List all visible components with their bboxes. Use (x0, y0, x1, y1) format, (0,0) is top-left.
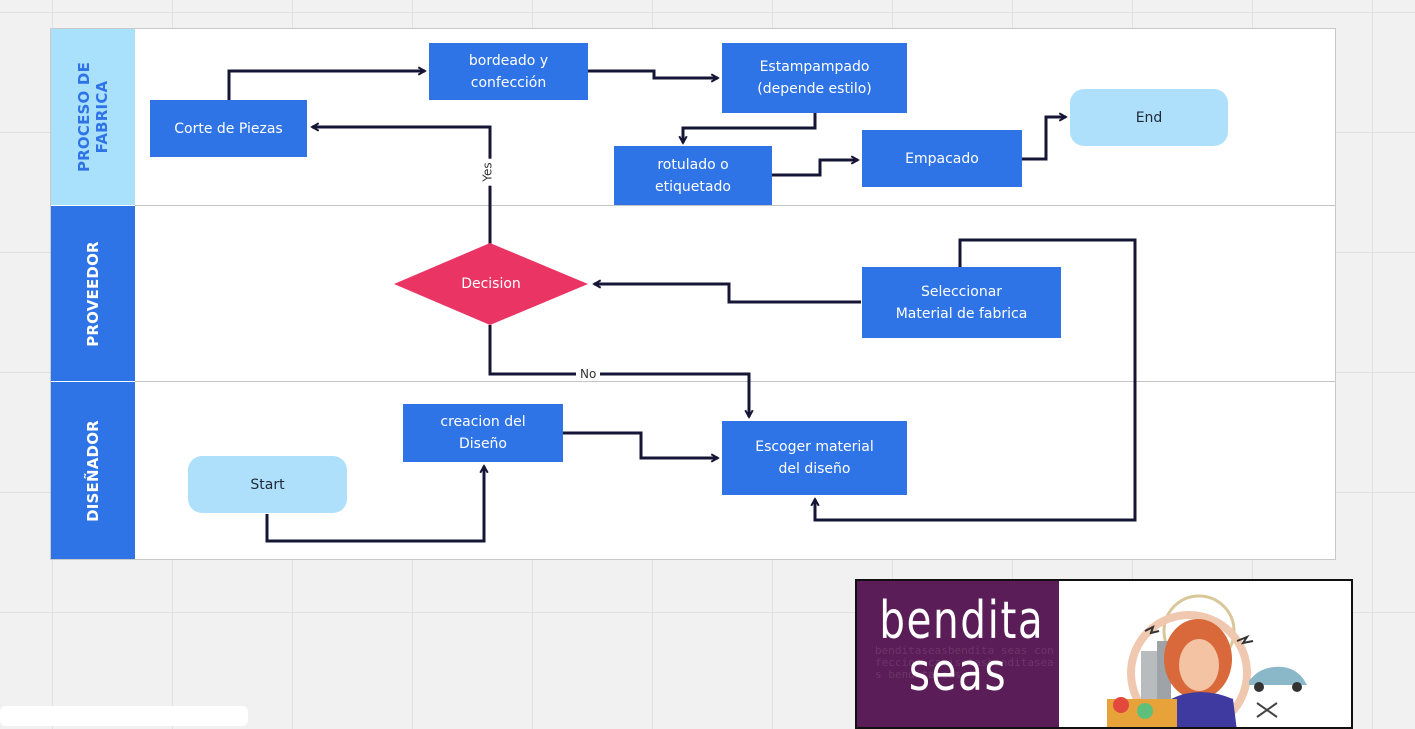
building-icon (1141, 651, 1159, 711)
ring-icon (1127, 611, 1251, 727)
lane-header-proveedor[interactable]: PROVEEDOR (51, 206, 135, 381)
node-estampado[interactable]: Estampampado (depende estilo) (722, 43, 907, 113)
node-start[interactable]: Start (188, 456, 347, 513)
node-empacado[interactable]: Empacado (862, 130, 1022, 187)
node-text: Corte de Piezas (174, 120, 283, 137)
logo-brand-panel: benditaseasbendita seas confeccion camis… (857, 581, 1059, 727)
bird-icon (1144, 625, 1160, 635)
node-corte-piezas[interactable]: Corte de Piezas (150, 100, 307, 157)
face-icon (1179, 639, 1219, 691)
node-rotulado-etiquetado[interactable]: rotulado o etiquetado (614, 146, 772, 205)
lane-separator (135, 205, 1335, 206)
bottom-left-panel[interactable] (0, 706, 248, 726)
logo-background-text: benditaseasbendita seas confeccion camis… (875, 644, 1054, 681)
lane-header-disenador[interactable]: DISEÑADOR (51, 382, 135, 559)
edge-start-to-creacion[interactable] (265, 466, 484, 543)
node-escoger-material[interactable]: Escoger material del diseño (722, 421, 907, 495)
lane-disenador: DISEÑADOR (51, 382, 1335, 559)
node-text: (depende estilo) (757, 81, 872, 97)
hexagon-icon (1113, 697, 1129, 713)
node-text: etiquetado (655, 178, 731, 195)
node-bordeado-confeccion[interactable]: bordeado y confección (429, 43, 588, 100)
node-decision-label: Decision (461, 276, 521, 292)
wheel-icon (1292, 682, 1302, 692)
node-text: rotulado o (657, 156, 729, 173)
car-icon (1249, 666, 1307, 685)
lane-separator (135, 381, 1335, 382)
edge-seleccionar-to-decision[interactable] (594, 284, 861, 304)
edge-seleccionar-loop-to-escoger[interactable] (815, 238, 1137, 522)
lane-header-proceso-fabrica[interactable]: PROCESO DE FABRICA (51, 29, 135, 205)
edge-corte-to-bordeado[interactable] (227, 71, 425, 100)
node-seleccionar-material[interactable]: Seleccionar Material de fabrica (862, 267, 1061, 338)
edge-creacion-to-escoger[interactable] (563, 431, 718, 458)
node-text: Escoger material (755, 439, 874, 455)
node-text: Material de fabrica (895, 305, 1028, 322)
logo-word-top: bendita (879, 591, 1045, 651)
logo-illustration (1107, 594, 1307, 727)
edge-estampado-to-rotulado[interactable] (683, 113, 817, 143)
lane-proceso-fabrica: PROCESO DE FABRICA (51, 29, 1335, 205)
wheel-icon (1254, 682, 1264, 692)
node-text: Empacado (905, 150, 979, 167)
node-text: creacion del (440, 414, 526, 430)
edge-rotulado-to-empacado[interactable] (772, 160, 858, 177)
bendita-seas-logo[interactable]: benditaseasbendita seas confeccion camis… (855, 579, 1353, 729)
node-text: Start (250, 476, 285, 493)
node-text: Diseño (458, 436, 507, 452)
node-creacion-diseno[interactable]: creacion del Diseño (403, 404, 563, 462)
node-text: End (1135, 109, 1163, 126)
node-text: Estampampado (759, 59, 870, 75)
edge-bordeado-to-estampado[interactable] (588, 69, 718, 78)
edge-decision-no-to-escoger[interactable] (488, 325, 749, 417)
edge-label-no: No (576, 367, 601, 381)
scissors-icon (1256, 702, 1278, 718)
node-end[interactable]: End (1070, 89, 1228, 146)
edge-empacado-to-end[interactable] (1022, 117, 1066, 161)
node-text: del diseño (778, 461, 851, 477)
logo-word-bottom: seas (908, 643, 1008, 703)
edge-label-yes: Yes (480, 158, 495, 186)
edge-decision-yes-to-corte[interactable] (312, 127, 492, 244)
lane-proveedor: PROVEEDOR (51, 206, 1335, 381)
node-text: confección (470, 74, 547, 91)
decision-diamond[interactable] (394, 243, 588, 325)
hexagon-icon (1137, 703, 1153, 719)
robe-icon (1165, 692, 1237, 727)
bird-icon (1236, 634, 1254, 645)
node-text: Seleccionar (920, 283, 1003, 300)
node-text: bordeado y (468, 52, 549, 69)
